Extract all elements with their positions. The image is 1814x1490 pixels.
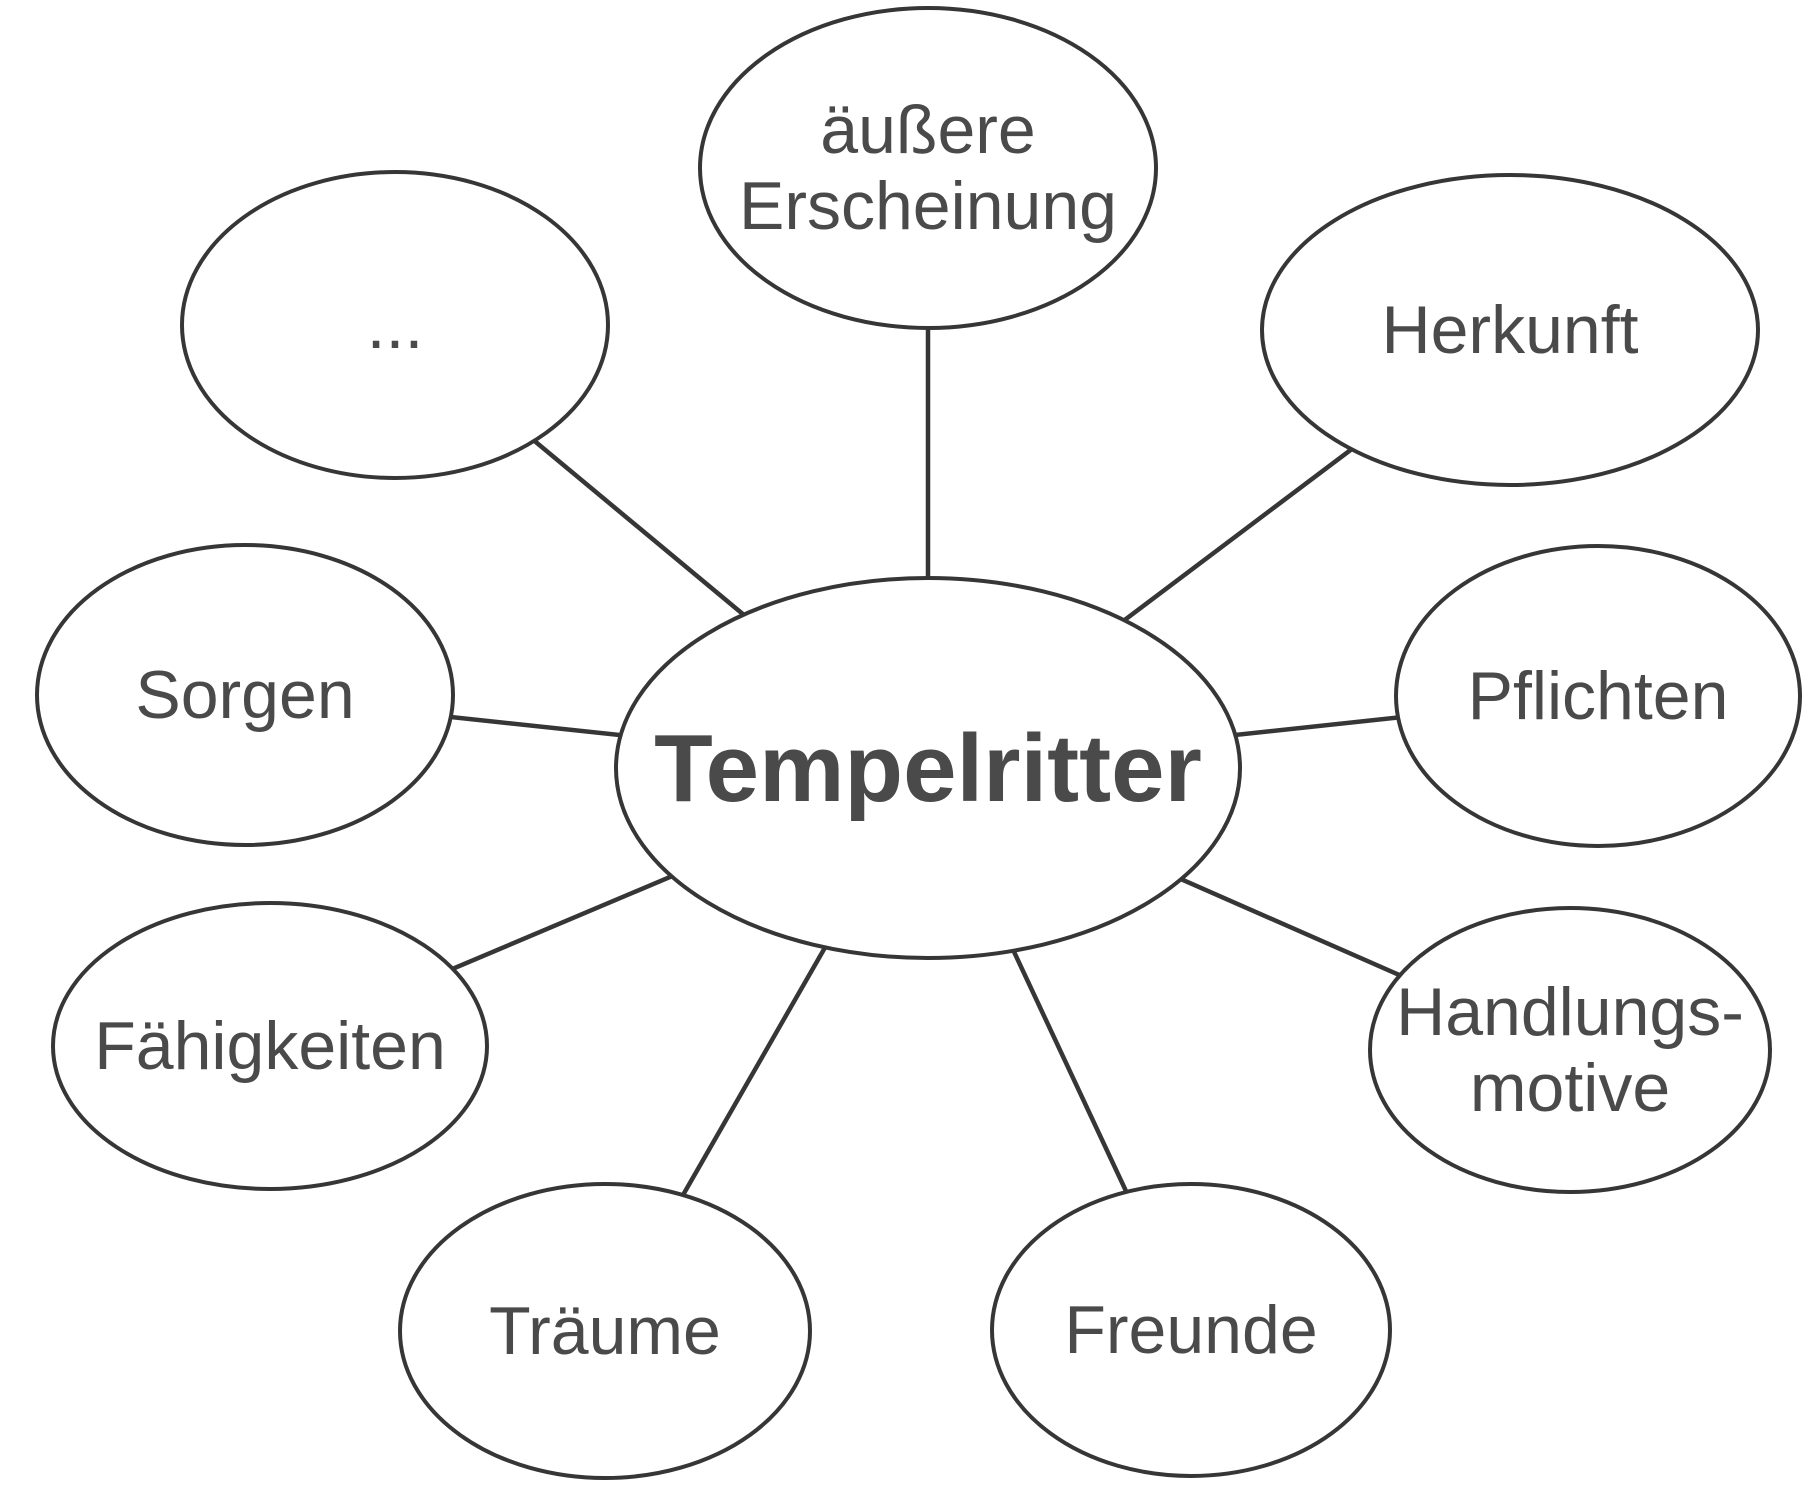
- tempelritter-label-line-0: Tempelritter: [654, 715, 1202, 822]
- handlungsmotive-label-line-1: motive: [1470, 1050, 1670, 1126]
- faehigkeiten-ellipse: [51, 901, 489, 1191]
- aeussere-erscheinung-label-line-0: äußere: [820, 92, 1035, 168]
- pflichten-label-line-0: Pflichten: [1468, 658, 1729, 734]
- node-handlungsmotive: Handlungs-motive: [1368, 906, 1772, 1194]
- faehigkeiten-label: Fähigkeiten: [94, 1008, 446, 1084]
- ellipsis-ellipse: [180, 170, 610, 480]
- herkunft-ellipse: [1260, 173, 1760, 487]
- sorgen-label-line-0: Sorgen: [135, 657, 354, 733]
- faehigkeiten-label-line-0: Fähigkeiten: [94, 1008, 446, 1084]
- freunde-label: Freunde: [1064, 1292, 1317, 1368]
- node-ellipsis: ...: [180, 170, 610, 480]
- node-sorgen: Sorgen: [35, 543, 455, 847]
- pflichten-ellipse: [1394, 544, 1802, 848]
- handlungsmotive-label: Handlungs-motive: [1396, 974, 1744, 1126]
- traeume-ellipse: [398, 1182, 812, 1480]
- sorgen-label: Sorgen: [135, 657, 354, 733]
- node-tempelritter: Tempelritter: [614, 576, 1242, 960]
- freunde-label-line-0: Freunde: [1064, 1292, 1317, 1368]
- ellipsis-label-line-0: ...: [367, 287, 424, 363]
- sorgen-ellipse: [35, 543, 455, 847]
- node-traeume: Träume: [398, 1182, 812, 1480]
- traeume-label-line-0: Träume: [489, 1293, 721, 1369]
- aeussere-erscheinung-label-line-1: Erscheinung: [739, 168, 1117, 244]
- ellipsis-label: ...: [367, 287, 424, 363]
- node-herkunft: Herkunft: [1260, 173, 1760, 487]
- handlungsmotive-label-line-0: Handlungs-: [1396, 974, 1744, 1050]
- tempelritter-ellipse: [614, 576, 1242, 960]
- node-faehigkeiten: Fähigkeiten: [51, 901, 489, 1191]
- aeussere-erscheinung-ellipse: [698, 6, 1158, 330]
- node-pflichten: Pflichten: [1394, 544, 1802, 848]
- traeume-label: Träume: [489, 1293, 721, 1369]
- node-freunde: Freunde: [990, 1182, 1392, 1478]
- tempelritter-label: Tempelritter: [654, 715, 1202, 822]
- freunde-ellipse: [990, 1182, 1392, 1478]
- handlungsmotive-ellipse: [1368, 906, 1772, 1194]
- pflichten-label: Pflichten: [1468, 658, 1729, 734]
- herkunft-label-line-0: Herkunft: [1382, 292, 1639, 368]
- herkunft-label: Herkunft: [1382, 292, 1639, 368]
